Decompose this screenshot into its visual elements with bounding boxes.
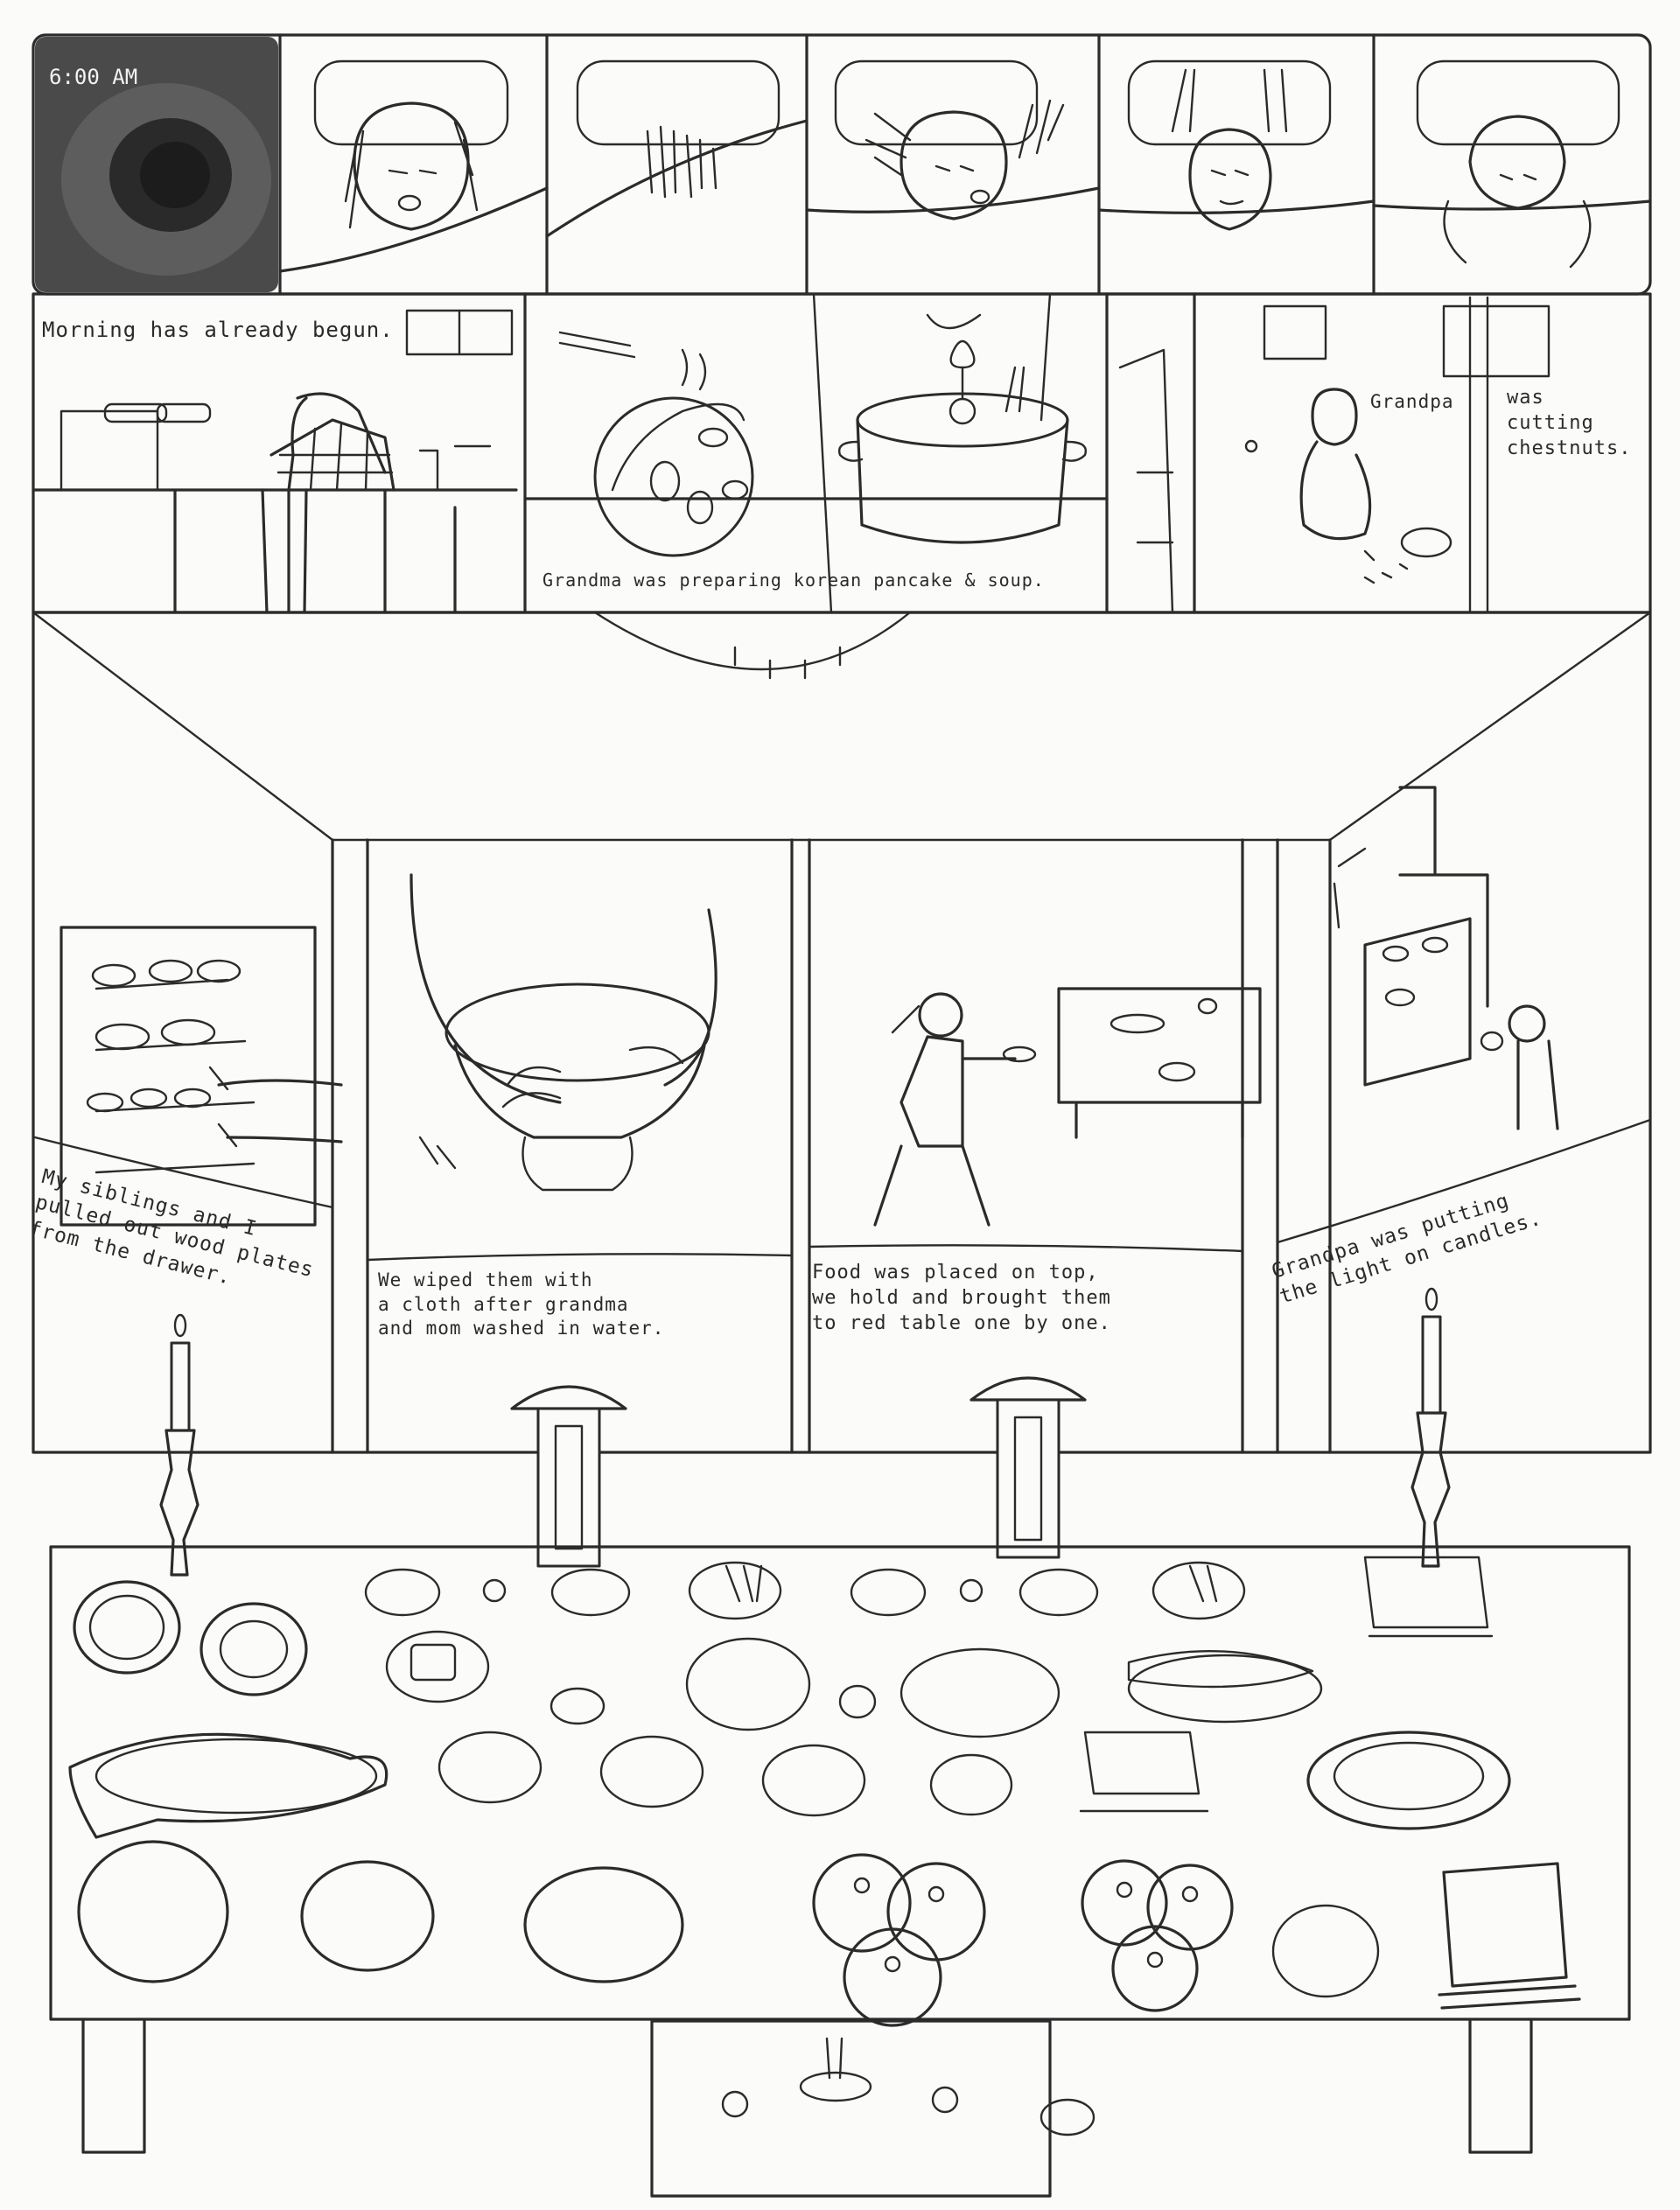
- caption-food: Food was placed on top, we hold and brou…: [812, 1262, 1111, 1335]
- wiping-bowl: [410, 873, 718, 1192]
- arms-up-face: [1097, 59, 1376, 231]
- dishes-bottom-row: [77, 1840, 1581, 2027]
- grandpa-candles: [1333, 786, 1559, 1130]
- spirit-tablet-left: [510, 1385, 627, 1568]
- caption-grandma: Grandma was preparing korean pancake & s…: [542, 570, 1045, 591]
- bowls-top-row: [364, 1556, 1494, 1638]
- food-carrier: [873, 987, 1262, 1227]
- dishes-middle-row: [385, 1630, 1323, 1738]
- caption-grandpa-action: was cutting chestnuts.: [1507, 387, 1632, 460]
- row-wake-up: 6:00 AM: [32, 33, 1652, 296]
- row-kitchen: [32, 292, 1652, 614]
- fish-plate: [68, 1732, 388, 1839]
- namul-dishes: [438, 1731, 1511, 1830]
- pancake-plates: [73, 1580, 308, 1696]
- spirit-tablet-right: [970, 1376, 1087, 1559]
- getting-up: [1372, 59, 1652, 269]
- candle-right: [1410, 1287, 1451, 1568]
- stretching-face: [805, 59, 1101, 220]
- time-label: 6:00 AM: [49, 65, 137, 89]
- sleeping-back: [545, 59, 808, 238]
- caption-wiped: We wiped them with a cloth after grandma…: [378, 1269, 665, 1339]
- plate-shelf: [60, 926, 343, 1227]
- grandpa-chestnuts: [1118, 296, 1550, 614]
- memorial-table: [49, 1287, 1631, 2198]
- dark-panel: [35, 37, 278, 292]
- pancake-and-pot: [523, 292, 1109, 614]
- caption-grandpa-label: Grandpa: [1370, 391, 1454, 412]
- sleeping-face-1: [278, 59, 549, 273]
- row-table-prep: [32, 611, 1652, 1454]
- kitchen-counter: [33, 309, 518, 614]
- candle-left: [159, 1313, 200, 1577]
- caption-morning: Morning has already begun.: [42, 318, 394, 342]
